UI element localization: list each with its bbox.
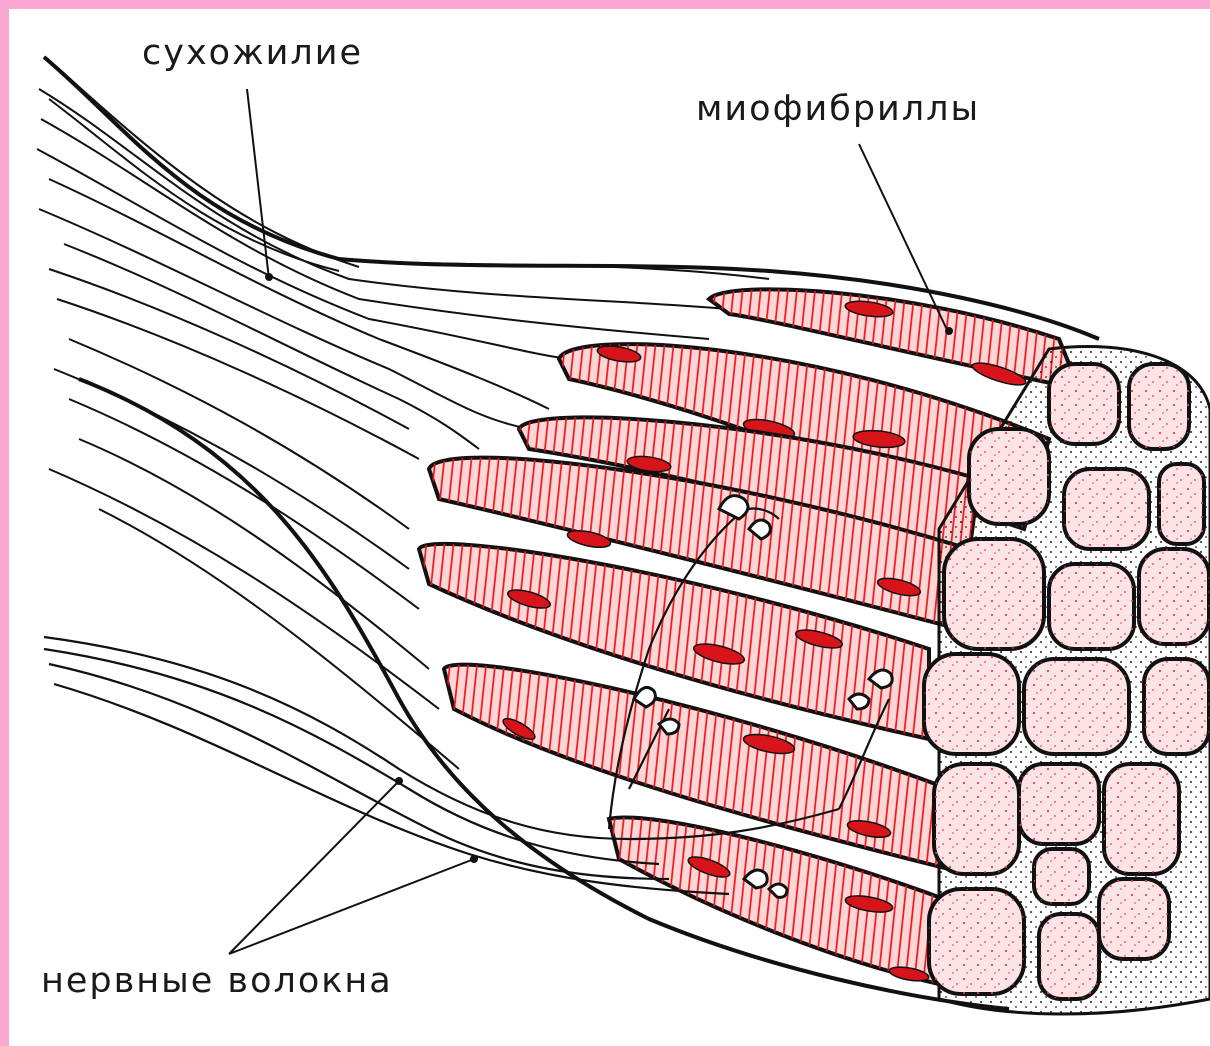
tendon-leader-line [247, 89, 269, 279]
leader-dot [470, 855, 478, 863]
nerve-leader-line [229, 781, 399, 954]
muscle-diagram [9, 9, 1210, 1046]
nerve-leader-line [229, 859, 474, 954]
tendon-label: сухожилие [142, 33, 363, 73]
leader-dot [945, 327, 953, 335]
diagram-frame: сухожилие миофибриллы нервные волокна [9, 9, 1210, 1046]
myofibrils-label: миофибриллы [696, 89, 980, 129]
nerve-fibers-label: нервные волокна [41, 961, 393, 1001]
leader-dot [265, 273, 273, 281]
leader-dot [395, 777, 403, 785]
